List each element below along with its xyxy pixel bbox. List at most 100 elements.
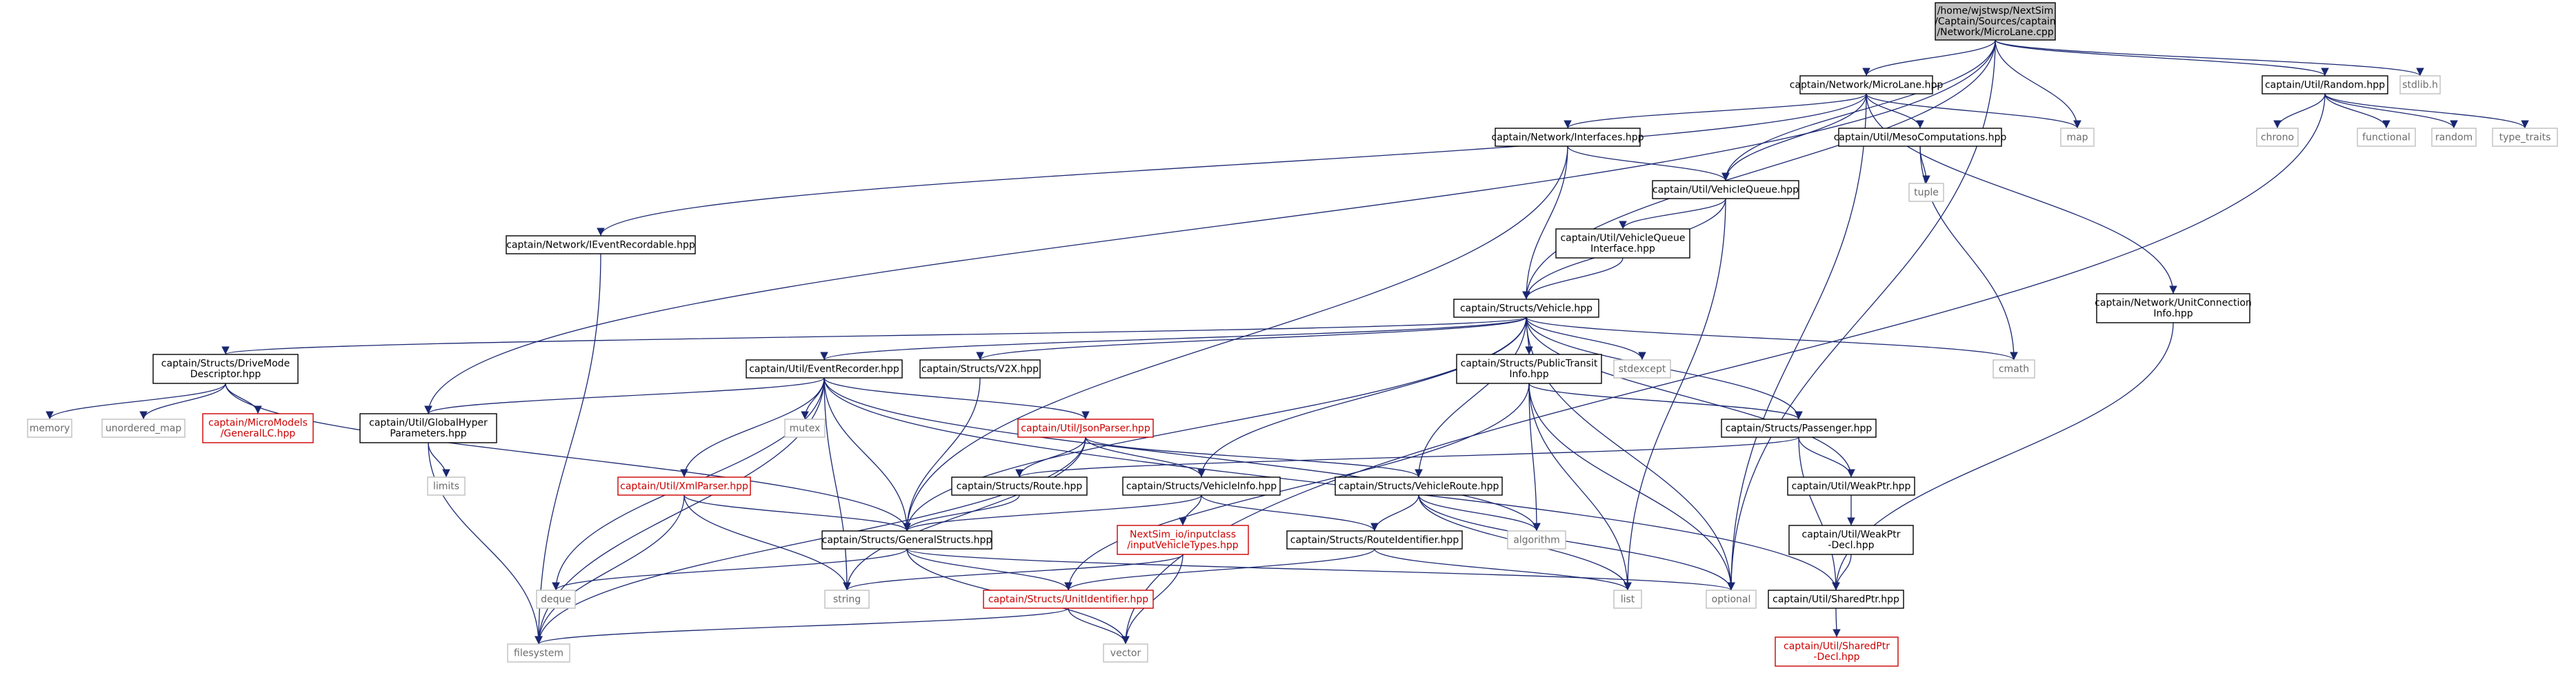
node-label: /home/wjstwsp/NextSim	[1937, 6, 2054, 17]
edge-vehiclequeue_hpp-to-vqinterface_hpp	[1619, 198, 1726, 230]
node-label: captain/MicroModels	[208, 418, 308, 429]
node-box	[1721, 419, 1877, 438]
node-box	[1787, 476, 1915, 496]
node-nextsim_io_hpp[interactable]: NextSim_io/inputclass/inputVehicleTypes.…	[1117, 525, 1249, 555]
node-weakptr_decl_hpp[interactable]: captain/Util/WeakPtr-Decl.hpp	[1788, 525, 1914, 555]
node-unordered_map: unordered_map	[101, 419, 186, 438]
node-unitidentifier_hpp[interactable]: captain/Structs/UnitIdentifier.hpp	[983, 590, 1154, 609]
node-label: captain/Structs/VehicleInfo.hpp	[1126, 481, 1277, 492]
node-label: captain/Network/Interfaces.hpp	[1492, 132, 1644, 143]
node-vehicleroute_hpp[interactable]: captain/Structs/VehicleRoute.hpp	[1335, 476, 1503, 496]
node-box	[1453, 299, 1599, 318]
node-label: stdlib.h	[2402, 79, 2438, 90]
edge-nextsim_io_hpp-to-vector	[1121, 554, 1184, 645]
node-cmath: cmath	[1993, 359, 2035, 379]
node-interfaces_hpp[interactable]: captain/Network/Interfaces.hpp	[1492, 128, 1644, 147]
node-eventrecorder_hpp[interactable]: captain/Util/EventRecorder.hpp	[746, 359, 903, 379]
node-sharedptr_hpp[interactable]: captain/Util/SharedPtr.hpp	[1768, 590, 1904, 609]
node-label: Interface.hpp	[1590, 243, 1655, 254]
node-root[interactable]: /home/wjstwsp/NextSim/Captain/Sources/ca…	[1935, 2, 2056, 41]
edge-v2x_hpp-to-generalstructs_hpp	[903, 377, 981, 532]
node-generalstructs_hpp[interactable]: captain/Structs/GeneralStructs.hpp	[821, 530, 992, 550]
node-box	[1706, 590, 1757, 609]
node-random_hpp[interactable]: captain/Util/Random.hpp	[2262, 75, 2388, 94]
node-label: stdexcept	[1619, 363, 1666, 374]
node-functional: functional	[2357, 128, 2416, 147]
node-box	[1935, 2, 2056, 41]
node-label: captain/Util/GlobalHyper	[369, 418, 488, 429]
node-label: captain/Network/UnitConnection	[2095, 298, 2252, 309]
node-label: captain/Util/EventRecorder.hpp	[749, 363, 899, 374]
node-label: /Network/MicroLane.cpp	[1937, 27, 2053, 38]
node-microlane_hpp[interactable]: captain/Network/MicroLane.hpp	[1790, 75, 1944, 94]
node-xmlparser_hpp[interactable]: captain/Util/XmlParser.hpp	[617, 476, 751, 496]
node-label: limits	[433, 481, 459, 492]
node-vehiclequeue_hpp[interactable]: captain/Util/VehicleQueue.hpp	[1652, 180, 1799, 199]
node-box	[2357, 128, 2416, 147]
node-meso_hpp[interactable]: captain/Util/MesoComputations.hpp	[1834, 128, 2007, 147]
node-label: optional	[1712, 594, 1751, 605]
node-box	[1117, 525, 1249, 555]
node-label: captain/Util/VehicleQueue	[1560, 233, 1685, 244]
edge-route_hpp-to-generalstructs_hpp	[903, 494, 1020, 532]
node-label: chrono	[2261, 132, 2294, 143]
node-label: tuple	[1914, 187, 1939, 198]
node-weakptr_hpp[interactable]: captain/Util/WeakPtr.hpp	[1787, 476, 1915, 496]
edge-vehiclequeue_hpp-to-list	[1624, 198, 1726, 591]
edge-vqinterface_hpp-to-vehicle_hpp	[1522, 257, 1624, 300]
node-box	[202, 413, 314, 443]
edge-unitidentifier_hpp-to-vector	[1068, 607, 1130, 645]
node-route_hpp[interactable]: captain/Structs/Route.hpp	[951, 476, 1088, 496]
node-routeidentifier_hpp[interactable]: captain/Structs/RouteIdentifier.hpp	[1286, 530, 1463, 550]
node-label: captain/Structs/UnitIdentifier.hpp	[988, 594, 1148, 605]
node-vehicleinfo_hpp[interactable]: captain/Structs/VehicleInfo.hpp	[1122, 476, 1281, 496]
node-box	[2262, 75, 2388, 94]
node-box	[359, 413, 497, 443]
node-box	[1613, 590, 1642, 609]
edge-microlane_hpp-to-optional	[1727, 93, 1867, 591]
edge-vehicle_hpp-to-weakptr_hpp	[1526, 317, 1855, 478]
edge-routeidentifier_hpp-to-list	[1374, 548, 1632, 591]
node-box	[507, 643, 570, 663]
edge-publictransit_hpp-to-algorithm	[1528, 383, 1541, 532]
edge-vehicle_hpp-to-eventrecorder_hpp	[820, 317, 1527, 361]
edge-microlane_hpp-to-meso_hpp	[1866, 93, 1924, 129]
node-box	[1495, 128, 1641, 147]
node-tuple: tuple	[1908, 183, 1944, 202]
node-v2x_hpp[interactable]: captain/Structs/V2X.hpp	[919, 359, 1041, 379]
node-label: -Decl.hpp	[1828, 540, 1874, 551]
node-ieventrecordable_hpp[interactable]: captain/Network/IEventRecordable.hpp	[506, 235, 696, 254]
edge-jsonparser_hpp-to-vehicleroute_hpp	[1085, 436, 1423, 478]
edge-xmlparser_hpp-to-generalstructs_hpp	[683, 494, 911, 532]
node-passenger_hpp[interactable]: captain/Structs/Passenger.hpp	[1721, 419, 1877, 438]
edge-sharedptr_hpp-to-sharedptr_decl_hpp	[1833, 607, 1841, 638]
node-label: /GeneralLC.hpp	[221, 428, 296, 439]
node-label: unordered_map	[106, 423, 181, 434]
node-optional: optional	[1706, 590, 1757, 609]
node-sharedptr_decl_hpp[interactable]: captain/Util/SharedPtr-Decl.hpp	[1775, 636, 1899, 667]
edge-root-to-random_hpp	[1995, 39, 2329, 77]
edge-vehicleinfo_hpp-to-routeidentifier_hpp	[1201, 494, 1379, 532]
node-box	[2060, 128, 2095, 147]
edge-generalstructs_hpp-to-deque	[552, 548, 908, 591]
node-label: filesystem	[514, 647, 563, 659]
node-jsonparser_hpp[interactable]: captain/Util/JsonParser.hpp	[1017, 419, 1154, 438]
node-label: captain/Util/VehicleQueue.hpp	[1653, 184, 1799, 195]
node-label: algorithm	[1513, 534, 1560, 545]
edge-interfaces_hpp-to-vehiclequeue_hpp	[1567, 145, 1730, 181]
edge-publictransit_hpp-to-passenger_hpp	[1528, 383, 1803, 420]
edge-root-to-map	[1995, 39, 2081, 129]
node-generallc_hpp[interactable]: captain/MicroModels/GeneralLC.hpp	[202, 413, 314, 443]
node-label: NextSim_io/inputclass	[1130, 530, 1236, 541]
edge-random_hpp-to-type_traits	[2324, 93, 2529, 129]
node-label: captain/Structs/VehicleRoute.hpp	[1339, 481, 1499, 492]
edge-random_hpp-to-chrono	[2273, 93, 2326, 129]
node-vehicle_hpp[interactable]: captain/Structs/Vehicle.hpp	[1453, 299, 1599, 318]
edge-microlane_hpp-to-vehiclequeue_hpp	[1721, 93, 1867, 181]
